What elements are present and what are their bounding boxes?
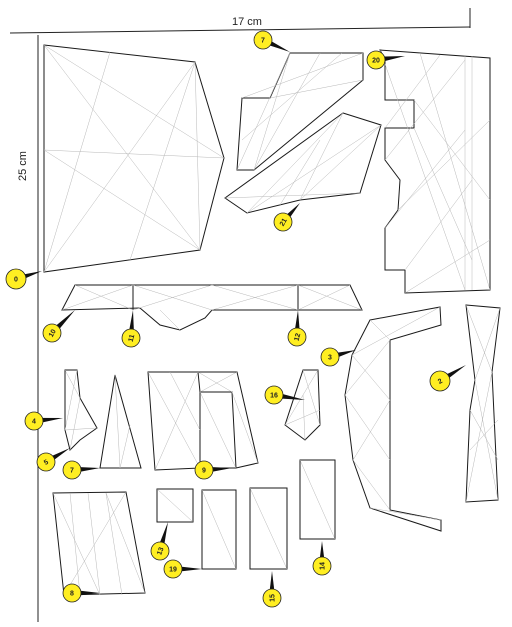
width-dimension-label: 17 cm (232, 16, 262, 28)
pin-number: 20 (372, 58, 380, 65)
pin-number: 12 (294, 332, 303, 341)
pin-circle (194, 460, 214, 480)
pin-number: 2 (437, 378, 444, 386)
piece-21[interactable] (224, 112, 382, 214)
pin-circle (287, 327, 307, 347)
pin-marker-15[interactable]: 15 (262, 571, 282, 608)
height-dimension-label: 25 cm (17, 151, 29, 181)
pin-marker-7a[interactable]: 7 (253, 30, 290, 52)
pin-circle (273, 212, 293, 232)
pin-number: 7 (70, 468, 74, 475)
piece-14[interactable] (299, 459, 336, 540)
piece-20[interactable] (379, 49, 491, 294)
piece-4-5[interactable] (64, 369, 98, 451)
dimension-lines: 17 cm 25 cm (9, 8, 471, 622)
pin-number: 11 (128, 334, 137, 343)
pin-marker-0[interactable]: 0 (5, 268, 42, 290)
pin-circle (62, 583, 82, 603)
pin-circle (24, 411, 44, 431)
pin-marker-2[interactable]: 2 (429, 365, 466, 392)
pin-number: 3 (328, 355, 332, 362)
pin-number: 16 (270, 393, 278, 400)
pin-marker-13[interactable]: 13 (150, 522, 170, 561)
piece-7b[interactable] (99, 374, 142, 469)
piece-3[interactable] (344, 306, 442, 532)
pin-circle (253, 30, 273, 50)
pin-number: 19 (169, 567, 177, 574)
pin-number: 13 (156, 546, 165, 556)
pin-circle (262, 588, 282, 608)
pin-circle (36, 452, 56, 472)
pin-number: 4 (32, 419, 36, 426)
pin-number: 21 (279, 217, 289, 227)
pin-marker-14[interactable]: 14 (312, 541, 332, 576)
pin-circle (366, 50, 386, 70)
pin-circle (312, 556, 332, 576)
pin-marker-9[interactable]: 9 (194, 460, 232, 480)
pin-marker-10[interactable]: 10 (42, 310, 75, 343)
piece-10-11-12[interactable] (61, 284, 363, 331)
pin-marker-7b[interactable]: 7 (62, 460, 100, 480)
piece-0[interactable] (43, 44, 225, 273)
pin-marker-5[interactable]: 5 (36, 448, 70, 472)
pin-marker-4[interactable]: 4 (24, 411, 63, 431)
pin-marker-12[interactable]: 12 (287, 310, 307, 347)
pin-number: 10 (48, 328, 58, 338)
piece-9[interactable] (147, 371, 259, 471)
pin-marker-16[interactable]: 16 (264, 385, 305, 405)
pin-circle (5, 268, 27, 290)
piece-7a[interactable] (236, 52, 364, 171)
pin-circle (121, 328, 141, 348)
pin-circle (42, 323, 62, 343)
pin-marker-20[interactable]: 20 (366, 50, 405, 70)
pin-number: 8 (70, 591, 74, 598)
pin-circle (163, 559, 183, 579)
pin-number: 5 (43, 459, 50, 467)
pin-circle (264, 385, 284, 405)
pin-number: 0 (14, 277, 18, 284)
pin-circle (150, 541, 170, 561)
pin-circle (429, 370, 451, 392)
piece-16[interactable] (284, 369, 321, 441)
pin-number: 14 (320, 562, 327, 570)
pin-circle (320, 347, 340, 367)
piece-2[interactable] (465, 304, 501, 503)
pin-number: 7 (261, 38, 265, 45)
pin-circle (62, 460, 82, 480)
piece-8[interactable] (52, 491, 146, 596)
pin-marker-19[interactable]: 19 (163, 559, 202, 579)
pin-marker-21[interactable]: 21 (273, 203, 300, 232)
pin-marker-3[interactable]: 3 (320, 347, 356, 367)
pin-marker-11[interactable]: 11 (121, 310, 141, 348)
piece-15[interactable] (249, 487, 288, 570)
pin-number: 9 (202, 468, 206, 475)
pin-marker-8[interactable]: 8 (62, 583, 100, 603)
piece-19[interactable] (201, 489, 237, 570)
pin-number: 15 (270, 594, 277, 602)
pin-markers: 0 7 20 21 10 11 12 3 2 4 5 7 9 16 8 13 19 15 14 (5, 30, 466, 608)
piece-13[interactable] (156, 488, 194, 523)
